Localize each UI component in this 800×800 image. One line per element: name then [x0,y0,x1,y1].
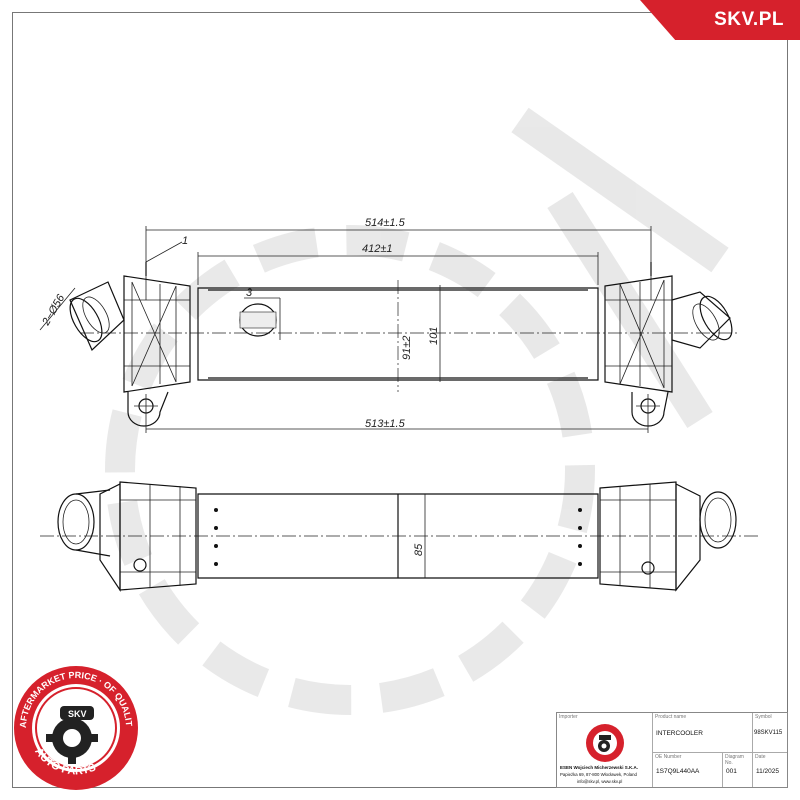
importer-contact: info@skv.pl, www.skv.pl [577,779,623,784]
skv-seal-logo: SKV AFTERMARKET PRICE · OF QUALITY · AUT… [10,662,138,790]
date-cell: Date 11/2025 [753,753,787,787]
importer-logo [586,724,624,762]
importer-company: ESEN Wojciech Micherzewski S.K.A. [560,765,638,770]
diagram-no-cell: Diagram No. 001 [723,753,753,787]
oe-number-value: 1S7Q9L440AA [656,768,700,775]
oe-number-label: OE Number [655,754,682,760]
top-view: 514±1.5 412±1 101 91±2 3 1 2−Ø56 [39,217,740,433]
callout-1: 1 [182,235,188,247]
date-value: 11/2025 [756,768,780,775]
title-block: Importer ESEN Wojciech Micherzewski S.K.… [556,712,788,788]
product-name-value: INTERCOOLER [656,730,703,737]
dim-core-length: 412±1 [362,243,393,255]
date-label: Date [755,754,766,760]
dim-height-core: 91±2 [401,336,413,360]
brand-site-label[interactable]: SKV.PL [714,9,784,30]
side-view: 85 [40,481,760,592]
symbol-cell: Symbol 98SKV115 [753,713,787,753]
oe-number-cell: OE Number 1S7Q9L440AA [653,753,723,787]
dim-depth: 85 [413,543,425,556]
watermark-logo [105,107,729,715]
diagram-no-label: Diagram No. [725,754,744,766]
importer-address: Papieżka 69, 87-800 Włocławek, Poland [560,772,637,777]
dim-height-total: 101 [428,327,440,345]
importer-label: Importer [559,714,578,720]
drawing-frame [12,12,788,788]
dim-overall-bottom: 513±1.5 [365,418,406,430]
callout-3: 3 [246,287,253,299]
seal-center-label: SKV [68,709,87,719]
symbol-value: 98SKV115 [754,730,783,736]
product-name-cell: Product name INTERCOOLER [653,713,753,753]
dim-overall-top: 514±1.5 [365,217,406,229]
importer-cell: Importer ESEN Wojciech Micherzewski S.K.… [557,713,653,787]
dim-pipe-diameter: 2−Ø56 [40,292,68,328]
symbol-label: Symbol [755,714,772,720]
product-name-label: Product name [655,714,687,720]
diagram-no-value: 001 [726,768,737,775]
